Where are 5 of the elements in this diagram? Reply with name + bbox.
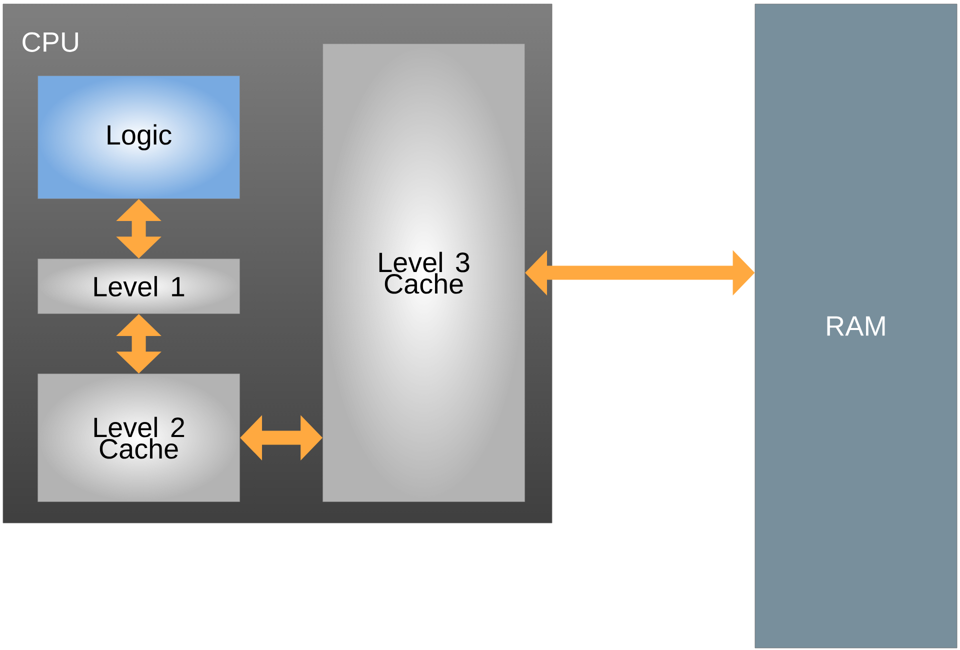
ram-box: RAM xyxy=(754,4,958,648)
cache-box: Level 3 Cache xyxy=(322,44,525,502)
cache-box: Level 1 xyxy=(38,258,240,314)
cache-box: Level 2 Cache xyxy=(38,374,240,502)
logic-box: Logic xyxy=(38,76,240,199)
